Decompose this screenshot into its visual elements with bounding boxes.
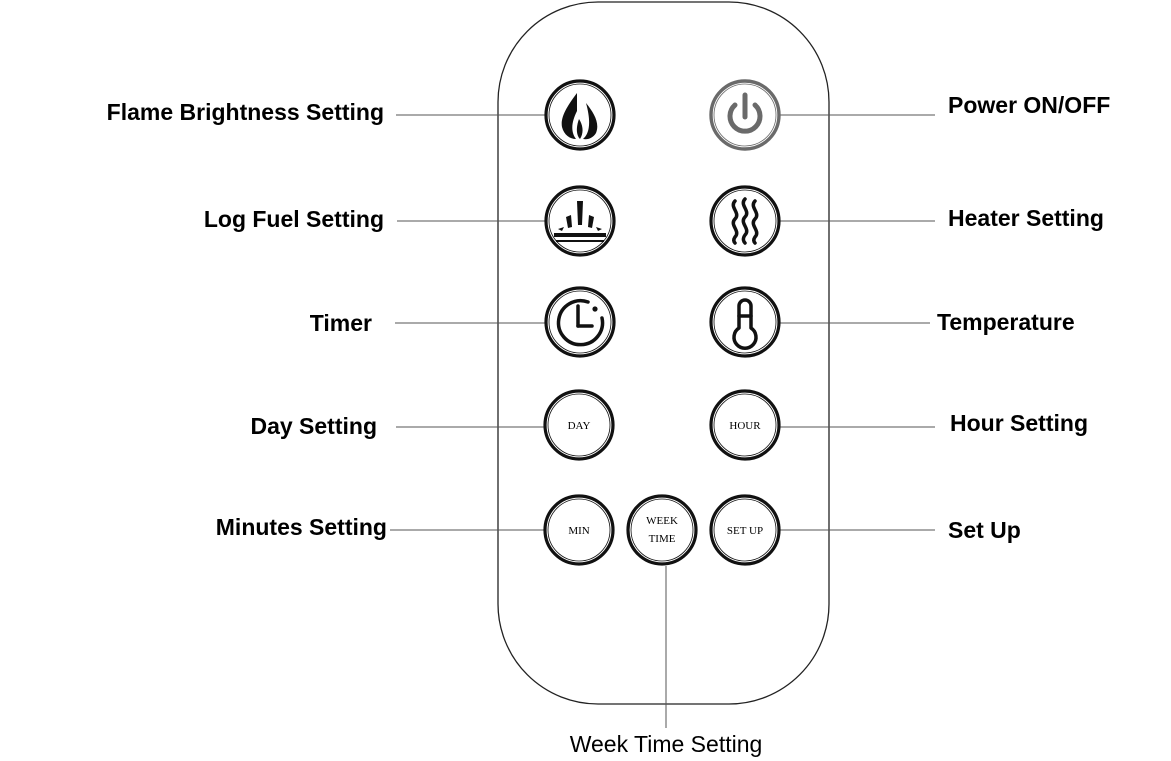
clock-icon xyxy=(556,298,605,347)
week-time-button[interactable]: WEEK TIME xyxy=(626,494,698,566)
label-heater: Heater Setting xyxy=(948,205,1104,231)
set-up-button[interactable]: SET UP xyxy=(709,494,781,566)
label-minutes-setting: Minutes Setting xyxy=(216,514,387,540)
label-day-setting: Day Setting xyxy=(250,413,377,439)
power-button[interactable] xyxy=(709,79,781,151)
min-button[interactable]: MIN xyxy=(543,494,615,566)
log-fuel-button[interactable] xyxy=(544,185,616,257)
label-log-fuel: Log Fuel Setting xyxy=(204,206,384,232)
set-up-button-label: SET UP xyxy=(727,525,763,537)
label-set-up: Set Up xyxy=(948,517,1021,543)
day-button[interactable]: DAY xyxy=(543,389,615,461)
label-hour-setting: Hour Setting xyxy=(950,410,1088,436)
week-button-label-line2: TIME xyxy=(649,533,676,545)
hour-button-label: HOUR xyxy=(729,420,761,432)
label-power: Power ON/OFF xyxy=(948,92,1110,118)
label-flame-brightness: Flame Brightness Setting xyxy=(107,99,384,125)
min-button-label: MIN xyxy=(568,525,589,537)
leader-lines xyxy=(390,114,935,728)
day-button-label: DAY xyxy=(568,420,591,432)
power-icon xyxy=(727,92,763,134)
label-timer: Timer xyxy=(310,310,372,336)
label-temperature: Temperature xyxy=(937,309,1075,335)
week-button-label-line1: WEEK xyxy=(646,515,678,527)
label-week-time-setting: Week Time Setting xyxy=(570,731,763,757)
timer-button[interactable] xyxy=(544,286,616,358)
hour-button[interactable]: HOUR xyxy=(709,389,781,461)
temperature-button[interactable] xyxy=(709,286,781,358)
heat-waves-icon xyxy=(731,197,759,245)
flame-icon xyxy=(561,93,598,140)
heater-button[interactable] xyxy=(709,185,781,257)
thermometer-icon xyxy=(732,298,758,350)
log-fuel-icon xyxy=(554,201,606,242)
flame-brightness-button[interactable] xyxy=(544,79,616,151)
